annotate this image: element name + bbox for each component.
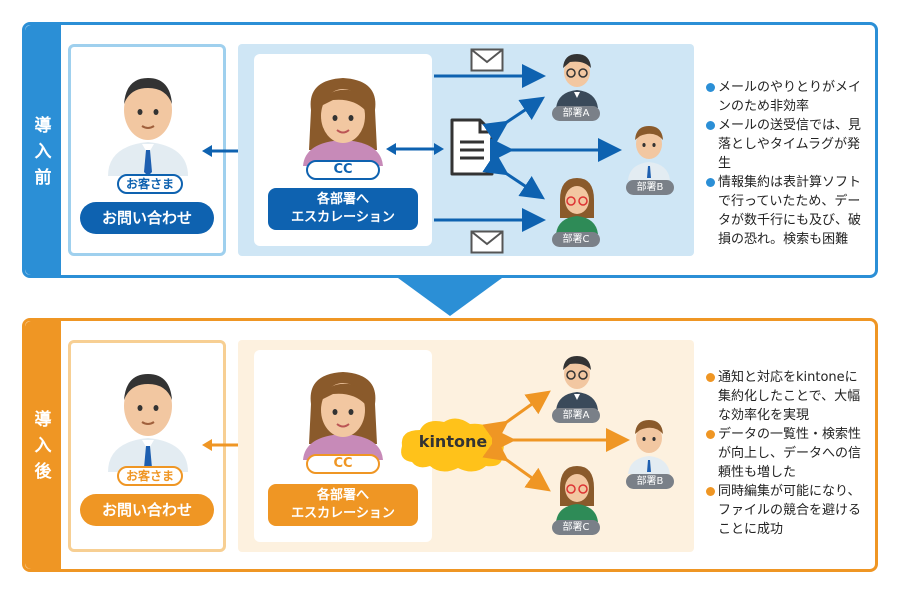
after-department-c-label: 部署C [552,520,600,535]
note-item: メールのやりとりがメインのため非効率 [706,78,864,116]
before-notes: メールのやりとりがメインのため非効率 メールの送受信では、見落としやタイムラグが… [706,78,864,249]
before-department-arrows [434,64,622,232]
before-department-b-label: 部署B [626,180,674,195]
note-item: メールの送受信では、見落としやタイムラグが発生 [706,116,864,173]
after-department-a-label: 部署A [552,408,600,423]
before-panel: 導 入 前 [22,22,878,278]
after-side-tab [25,321,61,569]
note-item: 通知と対応をkintoneに集約化したことで、大幅な効率化を実現 [706,368,864,425]
after-customer-tag: お客さま [117,466,183,486]
after-department-arrows [482,390,630,492]
before-customer-tag: お客さま [117,174,183,194]
department-c-person-icon [556,466,598,522]
before-inquiry-button[interactable]: お問い合わせ [80,202,214,234]
before-department-c-label: 部署C [552,232,600,247]
before-side-label: 導 入 前 [34,116,52,188]
department-b-person-icon [628,126,670,180]
before-staff-tag: CC [306,160,380,180]
department-a-person-icon [556,54,598,108]
before-escalation-button[interactable]: 各部署へ エスカレーション [268,188,418,230]
before-department-a-label: 部署A [552,106,600,121]
note-item: 同時編集が可能になり、ファイルの競合を避けることに成功 [706,482,864,539]
after-staff-tag: CC [306,454,380,474]
before-side-tab [25,25,61,275]
mail-icon [470,230,504,254]
before-document-arrow [386,143,444,155]
staff-person-icon [303,372,383,460]
kintone-label: kintone [418,432,488,451]
note-item: データの一覧性・検索性が向上し、データへの信頼性も増した [706,425,864,482]
after-panel: 導 入 後 [22,318,878,572]
note-item: 情報集約は表計算ソフトで行っていたため、データが数千行にも及び、破損の恐れ。検索… [706,173,864,249]
after-department-b-label: 部署B [626,474,674,489]
kintone-cloud-icon [401,418,504,472]
staff-person-icon [303,78,383,166]
customer-person-icon [108,78,188,176]
transition-arrow [398,278,502,316]
customer-person-icon [108,374,188,472]
department-c-person-icon [556,178,598,234]
after-notes: 通知と対応をkintoneに集約化したことで、大幅な効率化を実現 データの一覧性… [706,368,864,539]
after-side-label: 導 入 後 [34,410,52,482]
department-a-person-icon [556,356,598,410]
mail-icon [470,48,504,72]
after-escalation-button[interactable]: 各部署へ エスカレーション [268,484,418,526]
after-inquiry-button[interactable]: お問い合わせ [80,494,214,526]
department-b-person-icon [628,420,670,474]
